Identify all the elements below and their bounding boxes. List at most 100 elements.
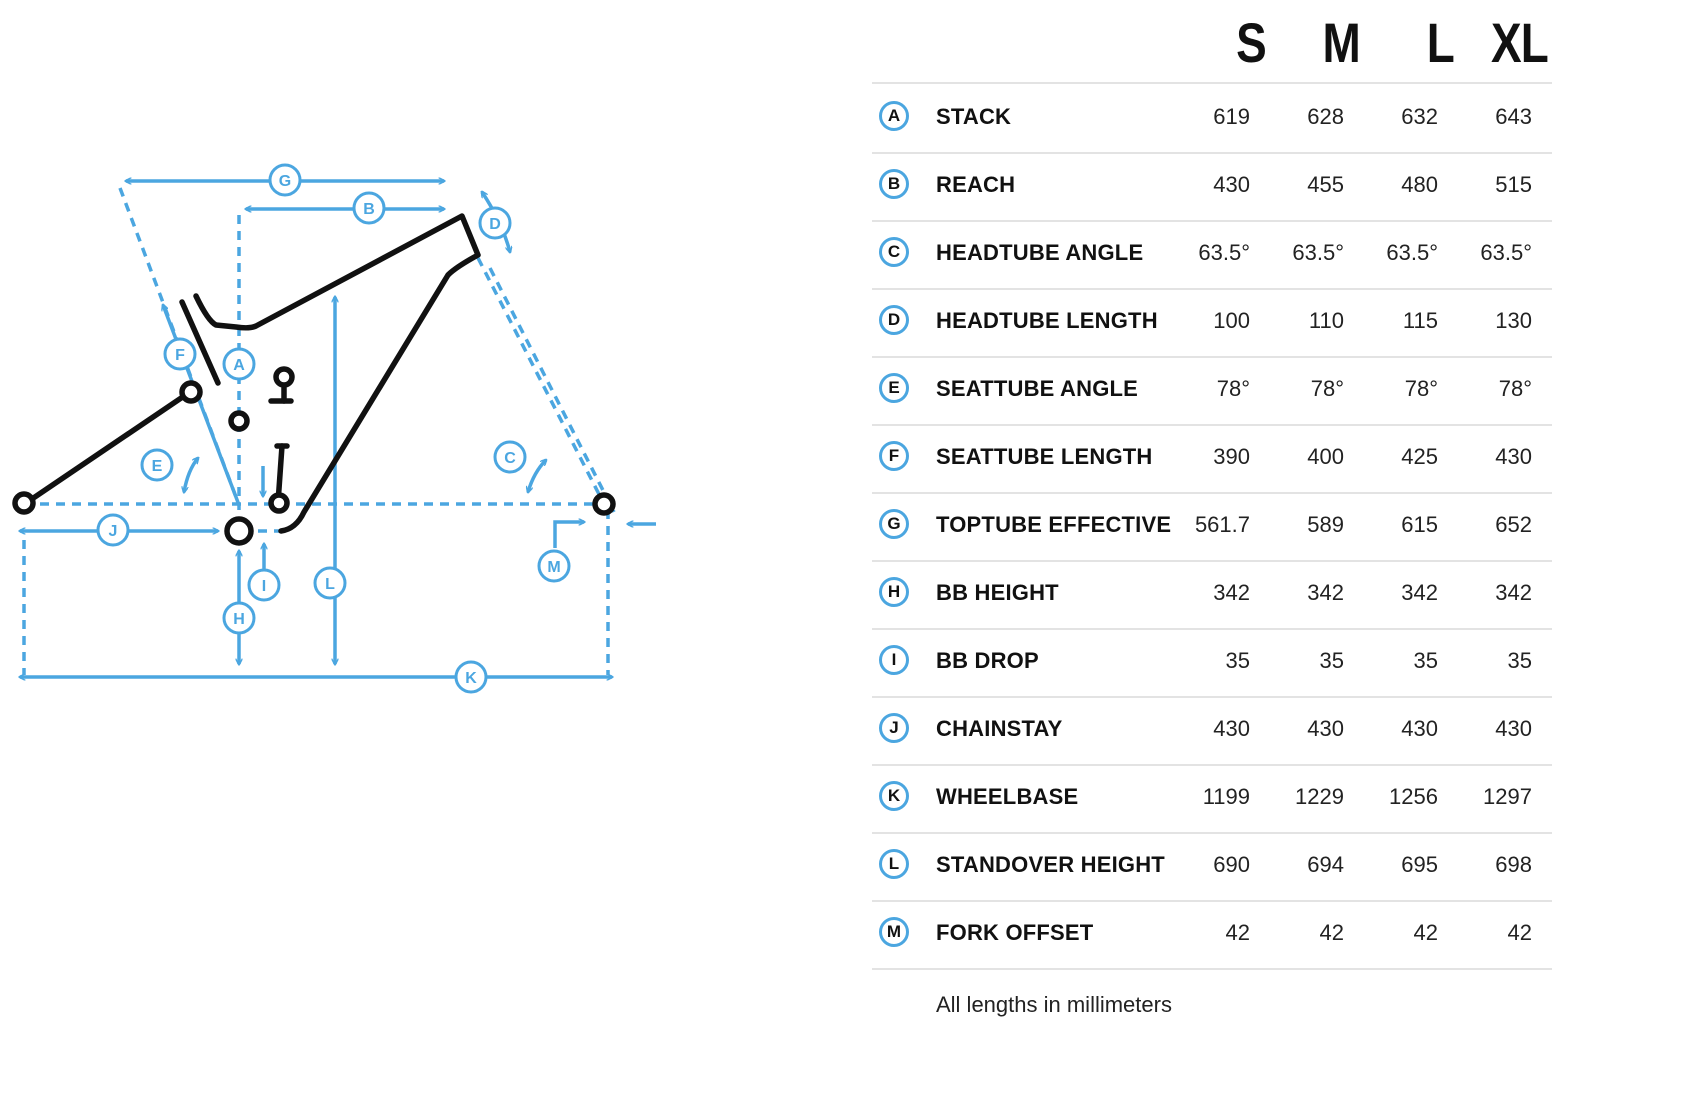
- row-letter-badge: H: [879, 577, 909, 607]
- svg-text:E: E: [152, 458, 163, 475]
- row-value: 455: [1307, 172, 1344, 197]
- row-value: 35: [1319, 648, 1344, 673]
- row-label: FORK OFFSET: [936, 920, 1094, 945]
- diagram-label-k: K: [454, 660, 488, 694]
- row-value: 1297: [1483, 784, 1532, 809]
- row-value: 430: [1401, 716, 1438, 741]
- row-label: BB HEIGHT: [936, 580, 1059, 605]
- size-header-xl: XL: [1490, 11, 1549, 74]
- size-header-l: L: [1426, 11, 1455, 74]
- diagram-label-d: D: [478, 206, 512, 240]
- row-label: CHAINSTAY: [936, 716, 1063, 741]
- diagram-label-m: M: [537, 549, 571, 583]
- row-letter-badge: A: [879, 101, 909, 131]
- row-label: HEADTUBE ANGLE: [936, 240, 1144, 265]
- svg-text:C: C: [504, 450, 516, 467]
- row-value: 35: [1413, 648, 1438, 673]
- row-value: 430: [1213, 172, 1250, 197]
- footnote: All lengths in millimeters: [936, 992, 1172, 1017]
- row-value: 628: [1307, 104, 1344, 129]
- size-header-s: S: [1236, 11, 1267, 74]
- table-row: F SEATTUBE LENGTH 390 400 425 430: [872, 424, 1552, 494]
- diagram-label-l: L: [313, 566, 347, 600]
- svg-text:K: K: [465, 670, 477, 687]
- row-value: 694: [1307, 852, 1344, 877]
- reference-lines: [22, 187, 616, 675]
- svg-text:B: B: [363, 201, 375, 218]
- row-value: 63.5°: [1292, 240, 1344, 265]
- row-value: 110: [1308, 308, 1344, 333]
- row-value: 35: [1507, 648, 1532, 673]
- row-letter-badge: D: [879, 305, 909, 335]
- row-value: 480: [1401, 172, 1438, 197]
- row-value: 342: [1307, 580, 1344, 605]
- row-value: 342: [1401, 580, 1438, 605]
- row-value: 430: [1213, 716, 1250, 741]
- diagram-label-i: I: [247, 568, 281, 602]
- row-label: REACH: [936, 172, 1016, 197]
- svg-text:G: G: [279, 173, 291, 190]
- svg-text:L: L: [325, 576, 335, 593]
- row-value: 695: [1401, 852, 1438, 877]
- dimension-labels: G B D F A E C J M I L H K: [96, 163, 571, 694]
- row-value: 690: [1213, 852, 1250, 877]
- row-letter-badge: E: [879, 373, 909, 403]
- row-letter-badge: L: [879, 849, 909, 879]
- row-value: 63.5°: [1480, 240, 1532, 265]
- row-letter-badge: K: [879, 781, 909, 811]
- row-value: 632: [1401, 104, 1438, 129]
- row-label: WHEELBASE: [936, 784, 1079, 809]
- row-label: STACK: [936, 104, 1012, 129]
- diagram-label-e: E: [140, 448, 174, 482]
- row-value: 63.5°: [1198, 240, 1250, 265]
- row-value: 1256: [1389, 784, 1438, 809]
- svg-text:A: A: [233, 357, 245, 374]
- row-letter-badge: J: [879, 713, 909, 743]
- row-value: 589: [1307, 512, 1344, 537]
- svg-text:F: F: [175, 347, 185, 364]
- row-value: 643: [1495, 104, 1532, 129]
- svg-text:I: I: [262, 578, 266, 595]
- diagram-label-a: A: [222, 347, 256, 381]
- row-letter-badge: C: [879, 237, 909, 267]
- row-value: 1229: [1295, 784, 1344, 809]
- row-value: 78°: [1310, 376, 1344, 401]
- row-label: SEATTUBE LENGTH: [936, 444, 1153, 469]
- row-letter-badge: G: [879, 509, 909, 539]
- row-value: 425: [1401, 444, 1438, 469]
- row-value: 430: [1307, 716, 1344, 741]
- row-value: 78°: [1498, 376, 1532, 401]
- svg-text:J: J: [109, 523, 118, 540]
- row-value: 390: [1213, 444, 1250, 469]
- diagram-label-h: H: [222, 601, 256, 635]
- row-value: 78°: [1216, 376, 1250, 401]
- row-value: 515: [1495, 172, 1532, 197]
- row-value: 1199: [1202, 784, 1250, 809]
- svg-text:M: M: [547, 559, 560, 576]
- row-value: 42: [1413, 920, 1438, 945]
- diagram-label-g: G: [268, 163, 302, 197]
- row-value: 400: [1307, 444, 1344, 469]
- diagram-label-f: F: [163, 337, 197, 371]
- row-letter-badge: F: [879, 441, 909, 471]
- diagram-label-c: C: [493, 440, 527, 474]
- row-value: 615: [1401, 512, 1438, 537]
- bike-geometry-diagram: G B D F A E C J M I L H K: [12, 163, 656, 694]
- row-value: 619: [1213, 104, 1250, 129]
- row-value: 430: [1495, 444, 1532, 469]
- row-value: 115: [1402, 308, 1438, 333]
- row-letter-badge: I: [879, 645, 909, 675]
- svg-text:H: H: [233, 611, 245, 628]
- row-value: 561.7: [1194, 512, 1250, 537]
- row-value: 130: [1495, 308, 1532, 333]
- row-value: 78°: [1404, 376, 1438, 401]
- row-value: 42: [1225, 920, 1250, 945]
